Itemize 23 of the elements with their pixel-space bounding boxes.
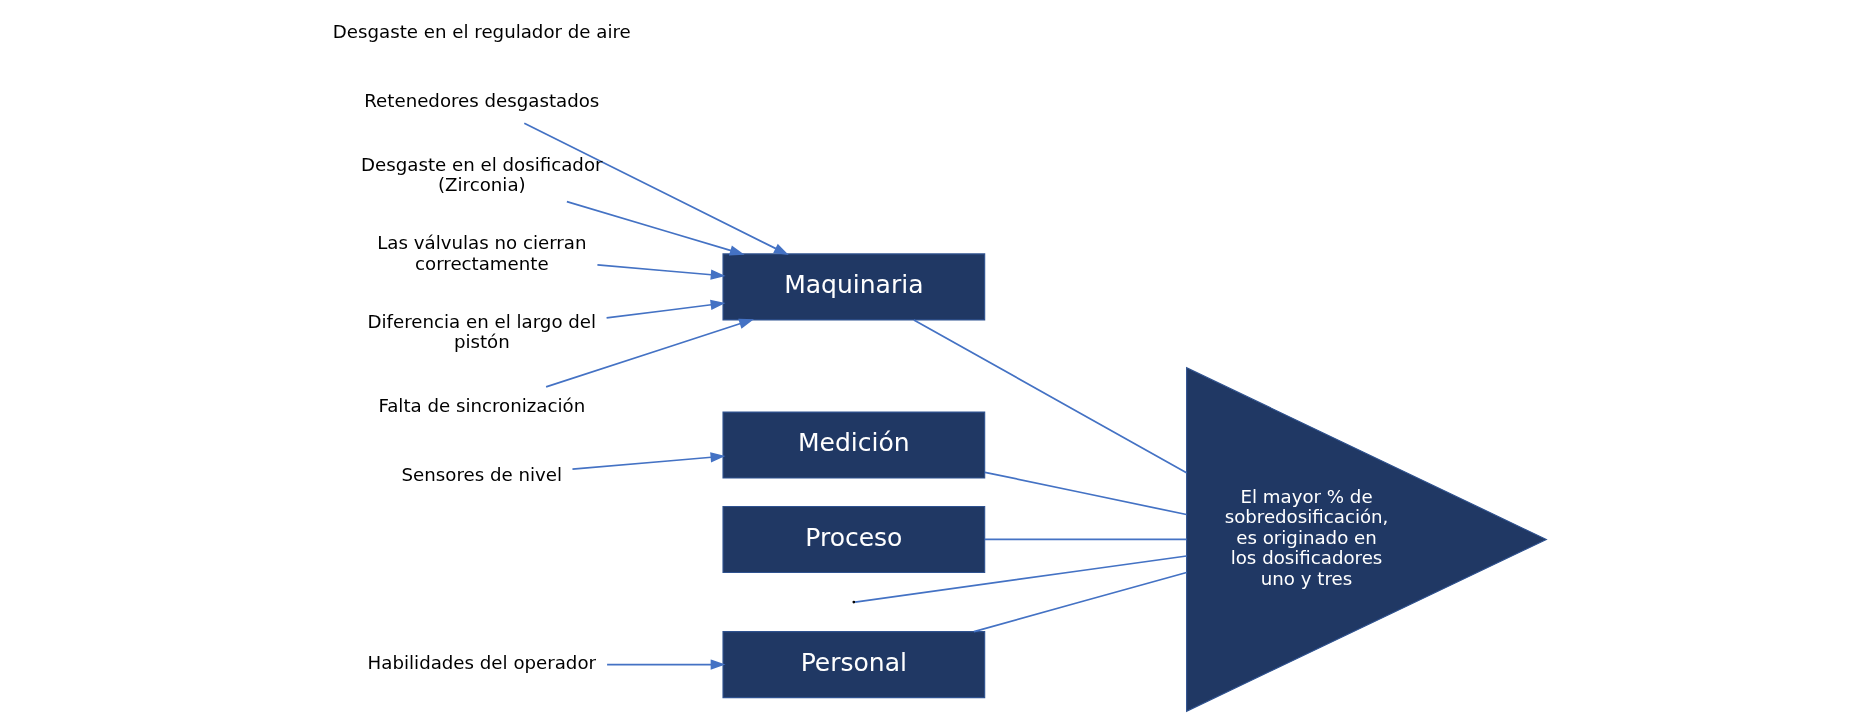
connector [912, 319, 1187, 474]
node-box: Medición [721, 411, 985, 479]
arrow [605, 299, 725, 319]
arrow [596, 264, 726, 280]
node-text: Retenedores desgastados [363, 89, 599, 111]
arrow [522, 122, 789, 256]
node-text: Desgaste en el dosificador (Zirconia) [360, 153, 603, 196]
connector [972, 571, 1187, 633]
node-box: Personal [721, 631, 985, 699]
arrow [571, 452, 725, 471]
arrow [544, 318, 754, 388]
label: Desgaste en el regulador de aire [332, 20, 631, 42]
node-text: Habilidades del operador [367, 651, 596, 673]
arrow [565, 200, 745, 256]
node-text: Falta de sincronización [377, 394, 585, 416]
node-box: Proceso [721, 505, 985, 574]
connector [983, 471, 1187, 516]
node-text: Sensores de nivel [401, 464, 562, 486]
node-text: Diferencia en el largo del pistón [367, 310, 596, 353]
connector [983, 538, 1187, 541]
arrow [605, 659, 725, 670]
node-text: Las válvulas no cierran correctamente [376, 232, 586, 274]
node-box: Maquinaria [721, 253, 985, 321]
